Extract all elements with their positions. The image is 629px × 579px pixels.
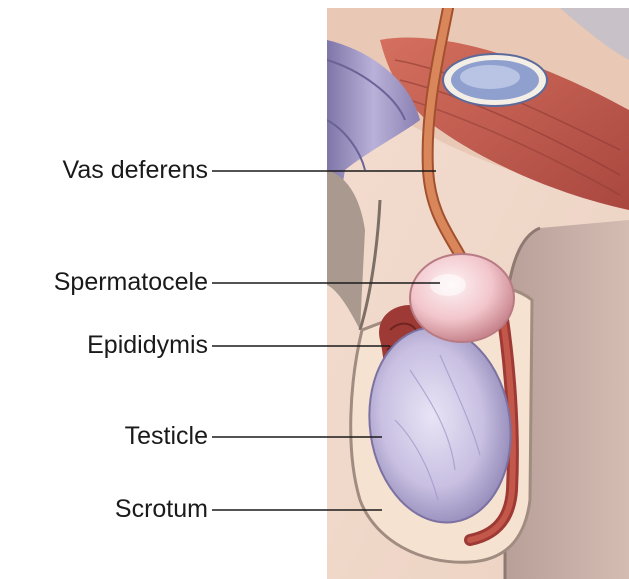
vas-deferens-label: Vas deferens xyxy=(10,158,208,183)
cyst-highlight xyxy=(430,274,466,296)
scrotum-label: Scrotum xyxy=(10,497,208,522)
epididymis-label: Epididymis xyxy=(10,333,208,358)
anatomy-panel xyxy=(327,8,629,579)
spermatocele-label: Spermatocele xyxy=(10,270,208,295)
bone-marrow-highlight xyxy=(460,65,520,89)
testicle-label: Testicle xyxy=(10,424,208,449)
spermatocele-cyst xyxy=(410,254,514,342)
